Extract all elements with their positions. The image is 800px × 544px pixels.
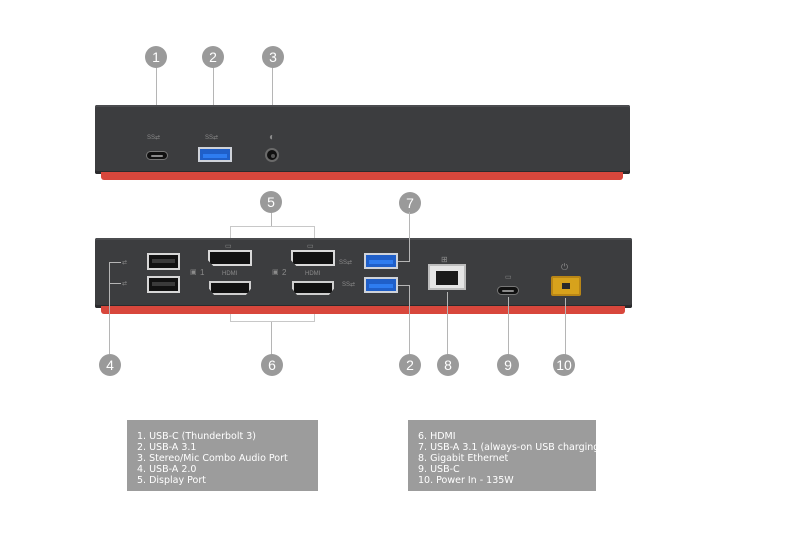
audio-jack-port (265, 148, 279, 162)
usb2-port-top (147, 253, 180, 270)
callout-4: 4 (99, 354, 121, 376)
usbc-rear-icon: ▭ (505, 274, 512, 281)
legend-item: 4. USB-A 2.0 (137, 464, 197, 475)
legend-item: 2. USB-A 3.1 (137, 442, 197, 453)
usb2-bottom-glyph: ⇄ (122, 281, 128, 287)
usb3-bottom-ss-glyph: SS⇄ (342, 282, 356, 288)
front-usbc-ss-glyph: SS⇄ (147, 135, 161, 141)
network-icon: ⊞ (441, 255, 448, 264)
displayport-bracket (230, 226, 315, 242)
leader-line-2b (409, 285, 410, 356)
callout-7: 7 (399, 192, 421, 214)
leader-line-7 (409, 212, 410, 262)
monitor-1-number: 1 (200, 268, 205, 277)
ethernet-port (428, 264, 466, 290)
callout-9: 9 (497, 354, 519, 376)
displayport-1 (208, 250, 252, 266)
legend-item: 8. Gigabit Ethernet (418, 453, 509, 464)
legend-left: 1. USB-C (Thunderbolt 3) 2. USB-A 3.1 3.… (127, 420, 318, 491)
front-usbc-port (146, 151, 168, 160)
callout-2: 2 (202, 46, 224, 68)
usb2-bracket-vertical (109, 262, 110, 354)
monitor-1-icon: ▣ (190, 269, 197, 276)
usb2-bracket-top (109, 262, 121, 263)
hdmi-port-2 (292, 281, 334, 295)
usb3-top-ss-glyph: SS⇄ (339, 260, 353, 266)
leader-line-2b-h (398, 285, 410, 286)
leader-line-3 (272, 67, 273, 139)
legend-item: 1. USB-C (Thunderbolt 3) (137, 431, 256, 442)
power-icon: ⏻ (561, 262, 569, 272)
callout-5: 5 (260, 191, 282, 213)
dock-rear-body (95, 238, 632, 308)
monitor-2-icon: ▣ (272, 269, 279, 276)
usb2-bracket-bottom (109, 283, 121, 284)
leader-line-8 (447, 292, 448, 356)
callout-3: 3 (262, 46, 284, 68)
leader-line-9 (508, 297, 509, 356)
legend-item: 7. USB-A 3.1 (always-on USB charging) (418, 442, 603, 453)
monitor-2-number: 2 (282, 268, 287, 277)
front-usba-port (198, 147, 232, 162)
callout-2-rear: 2 (399, 354, 421, 376)
leader-line-5 (271, 211, 272, 226)
hdmi-2-label: HDMI (305, 271, 321, 277)
callout-1: 1 (145, 46, 167, 68)
rear-usbc-port (497, 286, 519, 295)
dock-rear-strip (101, 306, 625, 314)
legend-item: 10. Power In - 135W (418, 475, 514, 486)
callout-10: 10 (553, 354, 575, 376)
front-usba-ss-glyph: SS⇄ (205, 135, 219, 141)
usb3-port-charging (364, 253, 398, 269)
legend-item: 3. Stereo/Mic Combo Audio Port (137, 453, 288, 464)
leader-line-10 (565, 298, 566, 356)
power-in-port (551, 276, 581, 296)
legend-item: 6. HDMI (418, 431, 456, 442)
leader-line-7-h (398, 261, 410, 262)
legend-right: 6. HDMI 7. USB-A 3.1 (always-on USB char… (408, 420, 603, 491)
callout-8: 8 (437, 354, 459, 376)
usb3-port-bottom (364, 277, 398, 293)
dp2-icon: ▭ (307, 243, 314, 250)
callout-6: 6 (261, 354, 283, 376)
usb2-top-glyph: ⇄ (122, 260, 128, 266)
headset-icon: ◐ (269, 132, 276, 143)
leader-line-2 (213, 67, 214, 139)
usb2-port-bottom (147, 276, 180, 293)
hdmi-1-label: HDMI (222, 271, 238, 277)
leader-line-6 (271, 322, 272, 356)
legend-item: 5. Display Port (137, 475, 206, 486)
legend-item: 9. USB-C (418, 464, 460, 475)
leader-line-1 (156, 67, 157, 135)
dock-front-body (95, 105, 630, 174)
dock-front-strip (101, 172, 623, 180)
displayport-2 (291, 250, 335, 266)
dp1-icon: ▭ (225, 243, 232, 250)
hdmi-port-1 (209, 281, 251, 295)
